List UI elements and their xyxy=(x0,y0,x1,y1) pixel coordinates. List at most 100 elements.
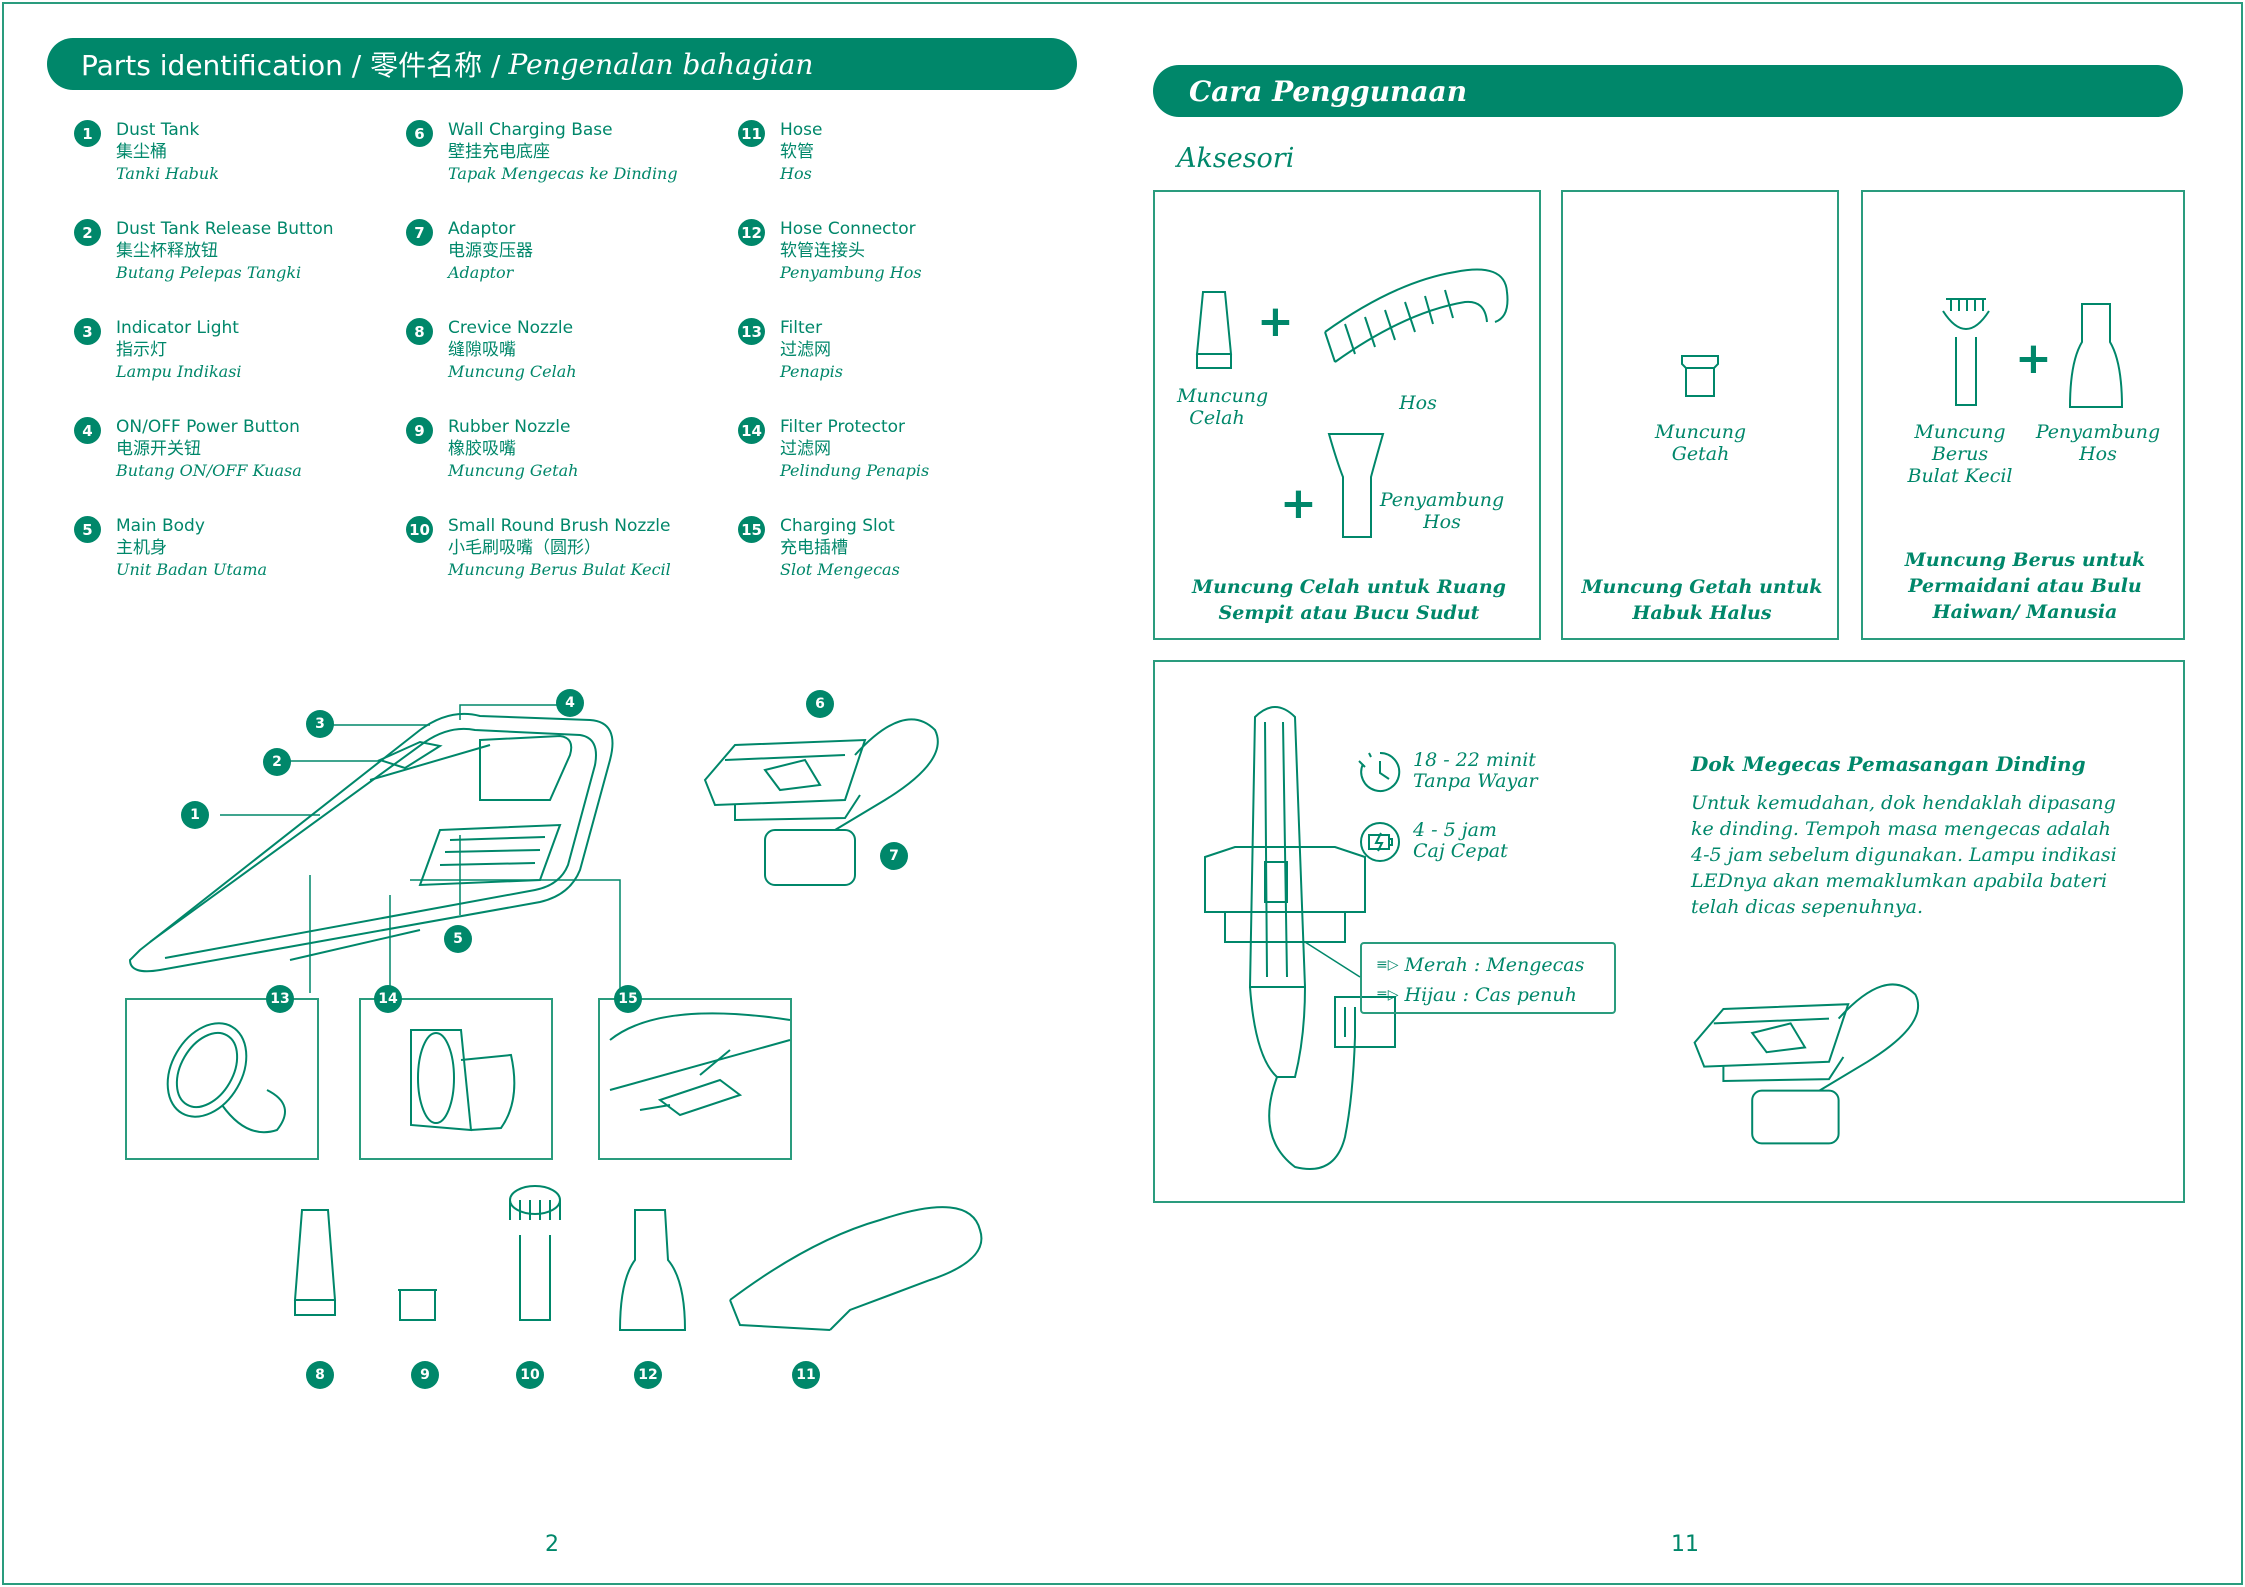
filter-protector-illustration xyxy=(391,1010,531,1150)
accessory-box-rubber: Muncung Getah Muncung Getah untuk Habuk … xyxy=(1561,190,1839,640)
part-number-badge: 14 xyxy=(738,417,765,444)
time-fast-label: Caj Cepat xyxy=(1413,840,1508,862)
label-rubber: Muncung Getah xyxy=(1654,421,1747,465)
part-name-ms: Butang ON/OFF Kuasa xyxy=(116,461,302,480)
part-number-badge: 2 xyxy=(74,219,101,246)
part-name-ms: Tapak Mengecas ke Dinding xyxy=(448,164,678,183)
label-brush: Muncung Berus Bulat Kecil xyxy=(1907,421,2013,487)
part-name-zh: 指示灯 xyxy=(116,340,167,360)
part-name-en: Dust Tank Release Button xyxy=(116,219,334,239)
hose-connector-icon xyxy=(2068,302,2124,412)
vacuum-main-body-illustration xyxy=(120,680,640,980)
callout-15: 15 xyxy=(614,985,642,1013)
banner-title-italic: Pengenalan bahagian xyxy=(508,47,814,81)
part-number-badge: 11 xyxy=(738,120,765,147)
part-name-en: Hose xyxy=(780,120,823,140)
plus-icon: + xyxy=(2015,333,2052,384)
part-number-badge: 10 xyxy=(406,516,433,543)
part-name-en: Charging Slot xyxy=(780,516,895,536)
vacuum-docked-illustration xyxy=(1195,697,1395,1197)
callout-13: 13 xyxy=(266,985,294,1013)
accessory-box-crevice: + Muncung Celah Hos + Penyambung Hos Mun… xyxy=(1153,190,1541,640)
part-item: 4 ON/OFF Power Button 电源开关钮 Butang ON/OF… xyxy=(74,416,394,482)
part-item: 9 Rubber Nozzle 橡胶吸嘴 Muncung Getah xyxy=(406,416,736,482)
part-name-zh: 壁挂充电底座 xyxy=(448,142,550,162)
part-name-ms: Butang Pelepas Tangki xyxy=(116,263,302,282)
fast-charge-icon xyxy=(1357,819,1403,865)
part-number-badge: 9 xyxy=(406,417,433,444)
label-crevice: Muncung Celah xyxy=(1177,385,1269,429)
part-name-en: Dust Tank xyxy=(116,120,200,140)
part-name-zh: 电源变压器 xyxy=(448,241,533,261)
dock-description: Untuk kemudahan, dok hendaklah dipasang … xyxy=(1691,792,2117,918)
part-name-zh: 软管 xyxy=(780,142,814,162)
led-green-row: ≡▷ Hijau : Cas penuh xyxy=(1376,980,1600,1010)
callout-1: 1 xyxy=(181,801,209,829)
callout-9: 9 xyxy=(411,1361,439,1389)
callout-7: 7 xyxy=(880,842,908,870)
time-cordless: 18 - 22 minit Tanpa Wayar xyxy=(1413,750,1538,792)
part-item: 15 Charging Slot 充电插槽 Slot Mengecas xyxy=(738,515,1058,581)
part-number-badge: 6 xyxy=(406,120,433,147)
part-name-zh: 集尘杯释放钮 xyxy=(116,241,218,261)
part-name-en: Filter xyxy=(780,318,823,338)
part-name-zh: 小毛刷吸嘴（圆形） xyxy=(448,538,601,558)
led-leader-line xyxy=(1305,932,1365,982)
part-name-zh: 橡胶吸嘴 xyxy=(448,439,516,459)
label-connector: Penyambung Hos xyxy=(2035,421,2161,465)
part-item: 12 Hose Connector 软管连接头 Penyambung Hos xyxy=(738,218,1058,284)
part-name-en: Small Round Brush Nozzle xyxy=(448,516,671,536)
callout-12: 12 xyxy=(634,1361,662,1389)
part-name-en: ON/OFF Power Button xyxy=(116,417,300,437)
part-name-en: Hose Connector xyxy=(780,219,916,239)
part-number-badge: 8 xyxy=(406,318,433,345)
part-name-zh: 电源开关钮 xyxy=(116,439,201,459)
part-item: 6 Wall Charging Base 壁挂充电底座 Tapak Mengec… xyxy=(406,119,736,185)
part-number-badge: 1 xyxy=(74,120,101,147)
part-item: 13 Filter 过滤网 Penapis xyxy=(738,317,1058,383)
time-fast: 4 - 5 jam Caj Cepat xyxy=(1413,820,1508,862)
accessories-illustration xyxy=(290,1200,1010,1340)
part-number-badge: 5 xyxy=(74,516,101,543)
part-name-ms: Lampu Indikasi xyxy=(116,362,242,381)
page-number-left: 2 xyxy=(545,1532,559,1557)
part-name-zh: 过滤网 xyxy=(780,439,831,459)
part-number-badge: 13 xyxy=(738,318,765,345)
part-name-ms: Adaptor xyxy=(448,263,514,282)
charging-slot-detail-box xyxy=(598,998,792,1160)
wall-dock-illustration xyxy=(1685,962,1925,1152)
part-number-badge: 7 xyxy=(406,219,433,246)
led-red-row: ≡▷ Merah : Mengecas xyxy=(1376,950,1600,980)
part-item: 3 Indicator Light 指示灯 Lampu Indikasi xyxy=(74,317,394,383)
filter-illustration xyxy=(147,1010,297,1150)
callout-10: 10 xyxy=(516,1361,544,1389)
part-name-ms: Penyambung Hos xyxy=(780,263,922,282)
part-name-ms: Pelindung Penapis xyxy=(780,461,930,480)
banner-title: Parts identification / 零件名称 / xyxy=(81,49,501,82)
crevice-nozzle-icon xyxy=(1195,292,1235,372)
callout-11: 11 xyxy=(792,1361,820,1389)
callout-5: 5 xyxy=(444,925,472,953)
part-name-zh: 过滤网 xyxy=(780,340,831,360)
part-number-badge: 12 xyxy=(738,219,765,246)
hose-icon xyxy=(1315,262,1515,372)
part-name-en: Rubber Nozzle xyxy=(448,417,571,437)
usage-banner: Cara Penggunaan xyxy=(1153,65,2183,117)
part-name-en: Main Body xyxy=(116,516,205,536)
led-legend-box: ≡▷ Merah : Mengecas ≡▷ Hijau : Cas penuh xyxy=(1360,942,1616,1014)
callout-6: 6 xyxy=(806,690,834,718)
part-item: 7 Adaptor 电源变压器 Adaptor xyxy=(406,218,736,284)
label-hose: Hos xyxy=(1399,392,1437,414)
part-item: 14 Filter Protector 过滤网 Pelindung Penapi… xyxy=(738,416,1058,482)
timer-icon xyxy=(1357,749,1403,795)
part-item: 10 Small Round Brush Nozzle 小毛刷吸嘴（圆形） Mu… xyxy=(406,515,736,581)
part-item: 2 Dust Tank Release Button 集尘杯释放钮 Butang… xyxy=(74,218,394,284)
part-name-zh: 集尘桶 xyxy=(116,142,167,162)
led-icon: ≡▷ xyxy=(1376,957,1399,973)
caption-brush: Muncung Berus untuk Permaidani atau Bulu… xyxy=(1904,549,2146,623)
section-title: Aksesori xyxy=(1177,143,1295,174)
part-name-ms: Muncung Berus Bulat Kecil xyxy=(448,560,671,579)
brush-nozzle-icon xyxy=(1941,297,1991,407)
time-cordless-value: 18 - 22 minit xyxy=(1413,749,1536,771)
plus-icon: + xyxy=(1257,296,1294,347)
